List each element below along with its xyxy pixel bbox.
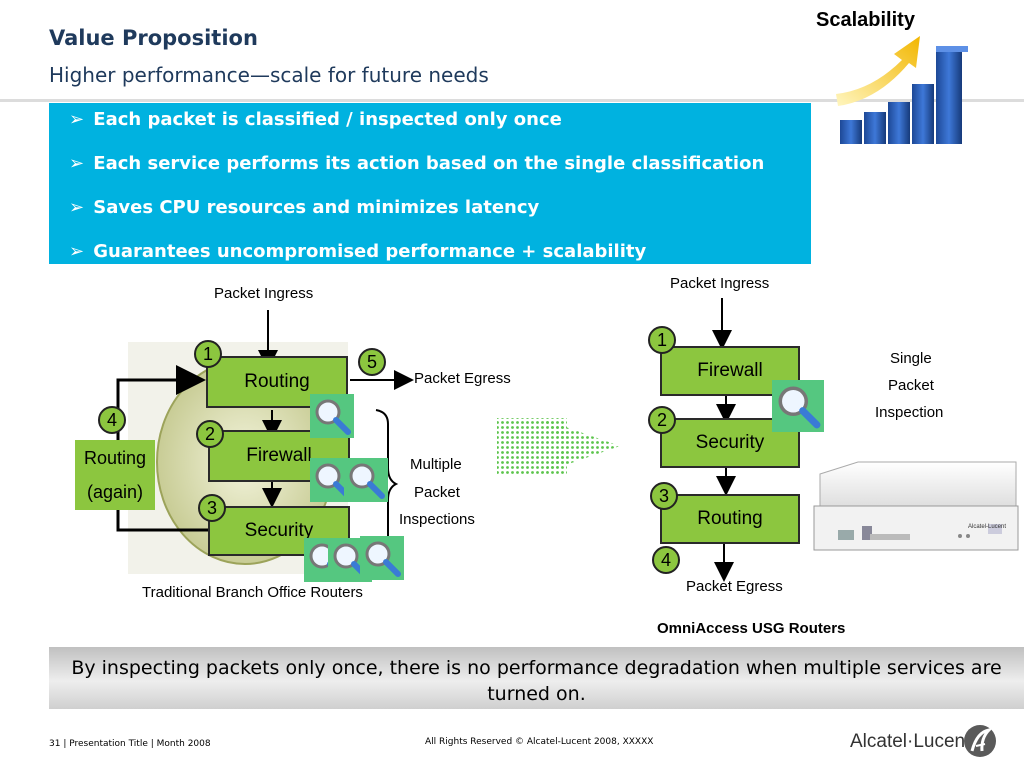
single-label-1: Single — [890, 350, 932, 367]
bullet-item: ➢ Saves CPU resources and minimizes late… — [69, 197, 540, 218]
magnifier-icon — [310, 394, 354, 438]
multiple-label-1: Multiple — [410, 456, 462, 473]
magnifier-icon — [344, 458, 388, 502]
step-badge: 2 — [648, 406, 676, 434]
magnifier-icon — [360, 536, 404, 580]
bullet-item: ➢ Guarantees uncompromised performance +… — [69, 241, 647, 262]
company-logo-icon — [964, 725, 996, 757]
trad-caption: Traditional Branch Office Routers — [142, 584, 363, 601]
summary-text: By inspecting packets only once, there i… — [71, 657, 1002, 705]
trad-ingress-label: Packet Ingress — [214, 285, 314, 302]
step-badge: 1 — [648, 326, 676, 354]
multiple-label-3: Inspections — [399, 511, 475, 528]
company-logo-text: Alcatel·Lucent — [850, 731, 971, 752]
multiple-label-2: Packet — [414, 484, 460, 501]
step-badge: 4 — [98, 406, 126, 434]
arrow-right-icon: ➢ — [69, 109, 85, 130]
summary-banner: By inspecting packets only once, there i… — [49, 647, 1024, 709]
page-subtitle: Higher performance—scale for future need… — [49, 63, 489, 87]
bullet-item: ➢ Each packet is classified / inspected … — [69, 109, 562, 130]
svg-text:Alcatel-Lucent: Alcatel-Lucent — [968, 524, 1006, 530]
step-badge: 2 — [196, 420, 224, 448]
usg-routing-box: Routing — [660, 494, 800, 544]
footer-copyright: All Rights Reserved © Alcatel-Lucent 200… — [425, 737, 654, 747]
step-badge: 3 — [650, 482, 678, 510]
step-badge: 5 — [358, 348, 386, 376]
trad-security-box: Security — [208, 506, 350, 556]
usg-egress-label: Packet Egress — [686, 578, 783, 595]
step-badge: 4 — [652, 546, 680, 574]
step-badge: 3 — [198, 494, 226, 522]
footer-slide-info: 31 | Presentation Title | Month 2008 — [49, 739, 211, 749]
trad-egress-label: Packet Egress — [414, 370, 511, 387]
magnifier-icon — [772, 380, 824, 432]
single-label-3: Inspection — [875, 404, 944, 421]
arrow-right-icon: ➢ — [69, 153, 85, 174]
page-title: Value Proposition — [49, 26, 258, 50]
step-badge: 1 — [194, 340, 222, 368]
key-points-box: ➢ Each packet is classified / inspected … — [49, 103, 811, 264]
header-divider — [0, 99, 1024, 102]
router-device-icon: Alcatel-Lucent — [813, 461, 1019, 551]
arrow-right-icon: ➢ — [69, 197, 85, 218]
usg-ingress-label: Packet Ingress — [670, 275, 770, 292]
arrow-right-icon: ➢ — [69, 241, 85, 262]
routing-again-box: Routing (again) — [75, 440, 155, 510]
usg-caption: OmniAccess USG Routers — [657, 620, 846, 637]
growth-chart-icon — [836, 36, 968, 144]
bullet-item: ➢ Each service performs its action based… — [69, 153, 765, 174]
single-label-2: Packet — [888, 377, 934, 394]
scalability-label: Scalability — [816, 9, 915, 31]
